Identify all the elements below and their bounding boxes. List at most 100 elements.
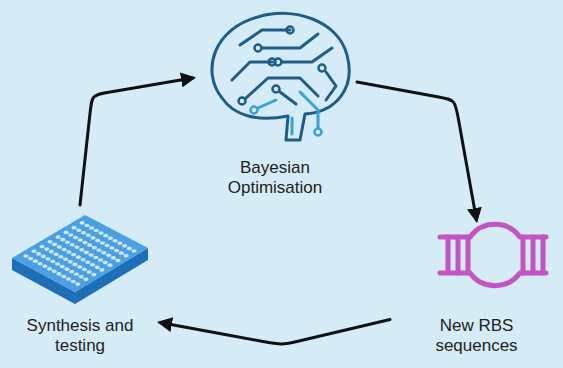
plate-well bbox=[65, 240, 70, 244]
plate-well bbox=[28, 257, 33, 261]
plate-well bbox=[68, 260, 73, 264]
plate-well bbox=[100, 241, 105, 245]
plate-well bbox=[87, 270, 92, 274]
plate-well bbox=[107, 263, 112, 267]
cycle-arrow bbox=[357, 82, 477, 220]
plate-well bbox=[97, 248, 102, 252]
plate-well bbox=[39, 245, 44, 249]
plate-well bbox=[119, 251, 124, 255]
plate-well bbox=[77, 265, 82, 269]
plate-well bbox=[57, 245, 62, 249]
plate-well bbox=[76, 228, 81, 232]
plate-well bbox=[33, 259, 38, 263]
plate-well bbox=[63, 258, 68, 262]
plate-well bbox=[90, 236, 95, 240]
plate-well bbox=[60, 238, 65, 242]
plate-well bbox=[117, 242, 122, 246]
plate-well bbox=[101, 251, 106, 255]
plate-well bbox=[61, 275, 66, 279]
plate-well bbox=[79, 248, 84, 252]
plate-well bbox=[31, 250, 36, 254]
plate-well bbox=[66, 250, 71, 254]
plate-well bbox=[72, 263, 77, 267]
plate-well bbox=[60, 265, 65, 269]
plate-well bbox=[89, 226, 94, 230]
plate-well bbox=[74, 246, 79, 250]
cycle-arrow bbox=[80, 78, 193, 205]
plate-well bbox=[76, 255, 81, 259]
plate-well bbox=[73, 236, 78, 240]
plate-well bbox=[84, 224, 89, 228]
plate-well bbox=[37, 262, 42, 266]
plate-well bbox=[105, 244, 110, 248]
plate-well bbox=[64, 267, 69, 271]
step-node: Bayesian Optimisation bbox=[198, 2, 352, 202]
plate-well bbox=[66, 277, 71, 281]
plate-well bbox=[63, 231, 68, 235]
plate-well bbox=[92, 246, 97, 250]
plate-well bbox=[42, 264, 47, 268]
plate-well bbox=[44, 247, 49, 251]
plate-well bbox=[113, 239, 118, 243]
plate-well bbox=[49, 250, 54, 254]
plate-well bbox=[58, 255, 63, 259]
rbs-hairpin-icon bbox=[440, 224, 546, 285]
plate-well bbox=[106, 254, 111, 258]
plate-well bbox=[103, 234, 108, 238]
plate-well bbox=[115, 259, 120, 263]
plate-well bbox=[85, 260, 90, 264]
plate-well bbox=[84, 251, 89, 255]
plate-well bbox=[98, 231, 103, 235]
plate-well bbox=[90, 263, 95, 267]
plate-well bbox=[55, 262, 60, 266]
step-label: Synthesis and testing bbox=[15, 316, 145, 356]
plate-well bbox=[89, 253, 94, 257]
well-plate-icon bbox=[12, 215, 148, 304]
plate-well bbox=[114, 249, 119, 253]
plate-well bbox=[52, 270, 57, 274]
plate-well bbox=[82, 268, 87, 272]
plate-well bbox=[68, 233, 73, 237]
plate-well bbox=[71, 280, 76, 284]
plate-well bbox=[98, 258, 103, 262]
plate-well bbox=[70, 243, 75, 247]
plate-well bbox=[78, 238, 83, 242]
plate-well bbox=[23, 254, 28, 258]
plate-well bbox=[131, 249, 136, 253]
plate-well bbox=[62, 248, 67, 252]
plate-well bbox=[109, 246, 114, 250]
plate-well bbox=[50, 260, 55, 264]
plate-well bbox=[69, 270, 74, 274]
plate-well bbox=[47, 240, 52, 244]
plate-well bbox=[36, 252, 41, 256]
plate-well bbox=[52, 243, 57, 247]
plate-well bbox=[80, 258, 85, 262]
plate-well bbox=[91, 273, 96, 277]
plate-well bbox=[71, 253, 76, 257]
plate-well bbox=[56, 272, 61, 276]
plate-well bbox=[74, 272, 79, 276]
plate-well bbox=[82, 241, 87, 245]
plate-well bbox=[99, 268, 104, 272]
plate-well bbox=[95, 266, 100, 270]
plate-well bbox=[75, 282, 80, 286]
plate-well bbox=[80, 221, 85, 225]
plate-well bbox=[127, 247, 132, 251]
plate-well bbox=[47, 267, 52, 271]
plate-well bbox=[71, 226, 76, 230]
plate-well bbox=[54, 252, 59, 256]
plate-well bbox=[94, 229, 99, 233]
plate-well bbox=[111, 256, 116, 260]
step-node: New RBS sequences bbox=[395, 225, 558, 360]
step-label: Bayesian Optimisation bbox=[210, 158, 340, 198]
plate-well bbox=[103, 261, 108, 265]
plate-well bbox=[81, 231, 86, 235]
plate-well bbox=[46, 257, 51, 261]
plate-well bbox=[79, 275, 84, 279]
step-label: New RBS sequences bbox=[412, 316, 542, 356]
cycle-arrow bbox=[160, 320, 390, 345]
plate-well bbox=[123, 254, 128, 258]
plate-well bbox=[108, 236, 113, 240]
plate-well bbox=[122, 244, 127, 248]
brain-icon bbox=[212, 13, 349, 140]
